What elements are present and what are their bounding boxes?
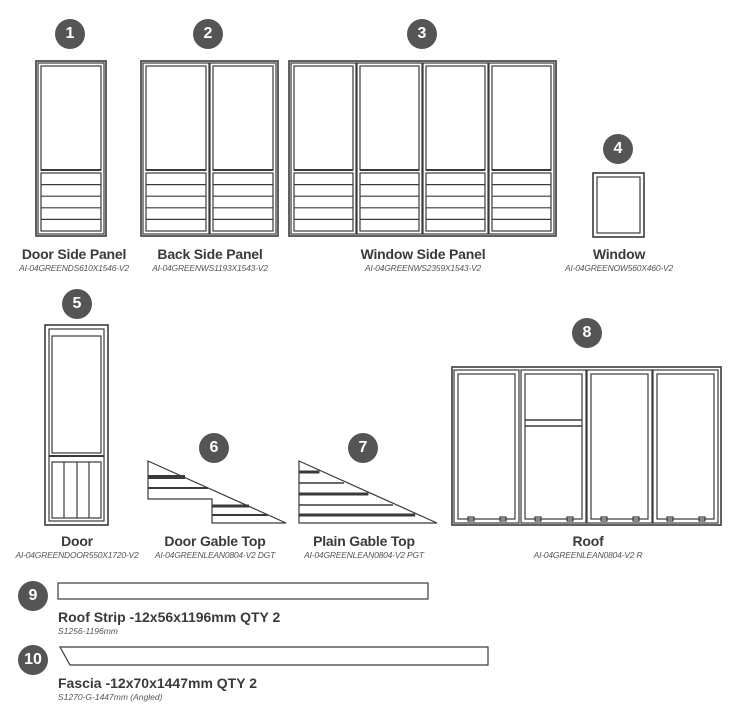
part-6-code: AI-04GREENLEAN0804-V2 DGT (154, 550, 276, 560)
part-5-code: AI-04GREENDOOR550X1720-V2 (15, 550, 139, 560)
part-8-code: AI-04GREENLEAN0804-V2 R (533, 550, 643, 560)
door-drawing (44, 324, 109, 526)
fascia-drawing (58, 646, 489, 666)
part-1-badge: 1 (55, 19, 85, 49)
window-side-panel-drawing (288, 60, 557, 237)
part-10-name: Fascia -12x70x1447mm QTY 2 (58, 675, 257, 691)
part-4-name: Window (592, 246, 646, 262)
part-1-name: Door Side Panel (21, 246, 127, 262)
roof-strip-drawing (57, 582, 429, 600)
part-8-label: Roof AI-04GREENLEAN0804-V2 R (526, 533, 650, 560)
window-drawing (592, 172, 645, 238)
part-7-label: Plain Gable Top AI-04GREENLEAN0804-V2 PG… (302, 533, 426, 560)
part-10-code: S1270-G-1447mm (Angled) (58, 692, 163, 702)
part-6-badge: 6 (199, 433, 229, 463)
part-3-name: Window Side Panel (360, 246, 486, 262)
part-5-label: Door AI-04GREENDOOR550X1720-V2 (14, 533, 140, 560)
part-8-badge: 8 (572, 318, 602, 348)
door-side-panel-drawing (35, 60, 107, 237)
part-5-badge: 5 (62, 289, 92, 319)
part-7-badge: 7 (348, 433, 378, 463)
part-1-label: Door Side Panel AI-04GREENDS610X1546-V2 (14, 246, 134, 273)
part-6-name: Door Gable Top (164, 533, 266, 549)
part-2-code: AI-04GREENWS1193X1543-V2 (152, 263, 268, 273)
part-9-name: Roof Strip -12x56x1196mm QTY 2 (58, 609, 281, 625)
part-2-name: Back Side Panel (157, 246, 263, 262)
part-4-code: AI-04GREENOW560X460-V2 (564, 263, 674, 273)
part-9-badge: 9 (18, 581, 48, 611)
part-9-code: S1256-1196mm (58, 626, 118, 636)
plain-gable-top-drawing (298, 460, 438, 524)
part-7-name: Plain Gable Top (313, 533, 415, 549)
part-4-label: Window AI-04GREENOW560X460-V2 (560, 246, 678, 273)
part-3-code: AI-04GREENWS2359X1543-V2 (364, 263, 482, 273)
part-3-label: Window Side Panel AI-04GREENWS2359X1543-… (343, 246, 503, 273)
part-2-badge: 2 (193, 19, 223, 49)
part-9-label: Roof Strip -12x56x1196mm QTY 2 S1256-119… (58, 609, 280, 636)
door-gable-top-drawing (147, 460, 287, 524)
part-5-name: Door (61, 533, 93, 549)
part-8-name: Roof (572, 533, 604, 549)
part-1-code: AI-04GREENDS610X1546-V2 (19, 263, 129, 273)
back-side-panel-drawing (140, 60, 279, 237)
part-4-badge: 4 (603, 134, 633, 164)
part-7-code: AI-04GREENLEAN0804-V2 PGT (304, 550, 424, 560)
part-3-badge: 3 (407, 19, 437, 49)
part-10-badge: 10 (18, 645, 48, 675)
part-10-label: Fascia -12x70x1447mm QTY 2 S1270-G-1447m… (58, 675, 257, 702)
part-2-label: Back Side Panel AI-04GREENWS1193X1543-V2 (148, 246, 272, 273)
part-6-label: Door Gable Top AI-04GREENLEAN0804-V2 DGT (154, 533, 276, 560)
roof-drawing (451, 366, 722, 526)
